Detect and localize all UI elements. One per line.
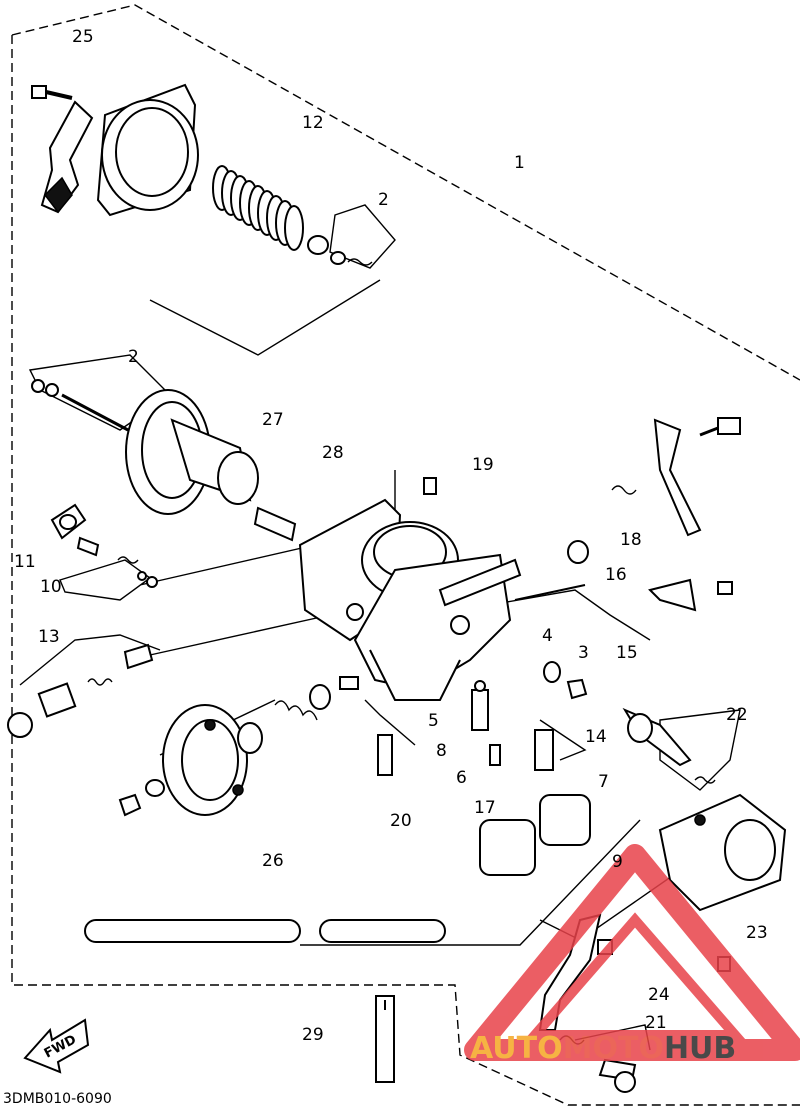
callout-label: 24 — [648, 985, 670, 1005]
part-nut-washer — [118, 779, 165, 817]
diagram-code: 3DMB010-6090 — [3, 1091, 112, 1107]
callout-label: 21 — [645, 1013, 667, 1033]
callout-label: 20 — [390, 811, 412, 831]
spring-coil — [284, 205, 304, 251]
callout-label: 22 — [726, 705, 748, 725]
part-15-bracket — [648, 578, 733, 612]
part-2-jet-needle — [31, 379, 129, 432]
callout-labels: 25 12 1 2 2 27 28 19 11 10 18 16 13 4 3 … — [14, 27, 768, 1045]
callout-label: 4 — [542, 626, 553, 646]
watermark-logo: AUTOMOTOHUB — [464, 844, 800, 1066]
fwd-arrow-icon: FWD — [23, 1018, 90, 1074]
part-16-rod — [514, 584, 586, 601]
callout-label: 2 — [128, 347, 139, 367]
callout-label: 13 — [38, 627, 60, 647]
part-13-starter-plunger — [7, 643, 154, 738]
part-spring-small — [237, 676, 359, 754]
callout-label: 10 — [40, 577, 62, 597]
carburetor-top-cover — [96, 83, 199, 217]
part-12-spring — [212, 165, 304, 251]
watermark-hub: HUB — [664, 1031, 736, 1066]
callout-label: 11 — [14, 552, 36, 572]
callout-label: 8 — [436, 741, 447, 761]
part-27-diaphragm-piston — [125, 389, 259, 515]
callout-label: 6 — [456, 768, 467, 788]
part-20-valve — [377, 734, 393, 776]
watermark-triangle-icon — [464, 844, 800, 1061]
watermark-moto: MOTO — [563, 1031, 664, 1066]
part-10-pilot-screw — [76, 536, 158, 588]
callout-label: 7 — [598, 772, 609, 792]
callout-label: 29 — [302, 1025, 324, 1045]
part-17-float — [479, 794, 591, 876]
callout-label: 1 — [514, 153, 525, 173]
part-28-needle-jet — [253, 506, 297, 542]
part-2-washer-top — [307, 235, 373, 266]
callout-label: 14 — [585, 727, 607, 747]
throttle-lever-right — [611, 417, 741, 537]
assembly-boundary — [11, 4, 800, 1106]
callout-label: 3 — [578, 643, 589, 663]
part-float-chamber-cover — [162, 704, 248, 816]
part-22-throttle-screw — [622, 707, 716, 784]
part-14-jet — [534, 729, 554, 771]
watermark-auto: AUTO — [470, 1031, 563, 1066]
part-18-collar — [567, 540, 589, 564]
part-11-cap — [50, 503, 87, 540]
part-5-8-main-jet — [471, 680, 489, 731]
callout-label: 15 — [616, 643, 638, 663]
throttle-bracket — [40, 100, 94, 214]
svg-text:AUTOMOTOHUB: AUTOMOTOHUB — [470, 1031, 736, 1066]
part-19-screw — [423, 477, 437, 495]
part-3-nut — [566, 678, 588, 700]
callout-label: 27 — [262, 410, 284, 430]
carburetor-body — [298, 498, 522, 701]
part-9-float-bowl — [658, 793, 787, 912]
part-25-bolt — [31, 85, 73, 100]
callout-label: 9 — [612, 852, 623, 872]
callout-label: 28 — [322, 443, 344, 463]
callout-label: 18 — [620, 530, 642, 550]
part-6-7-jet — [489, 744, 501, 766]
callout-label: 23 — [746, 923, 768, 943]
callout-label: 5 — [428, 711, 439, 731]
callout-label: 26 — [262, 851, 284, 871]
callout-label: 12 — [302, 113, 324, 133]
part-26-hose — [84, 919, 446, 943]
callout-label: 2 — [378, 190, 389, 210]
part-29-strap — [375, 995, 395, 1083]
callout-label: 17 — [474, 798, 496, 818]
callout-label: 16 — [605, 565, 627, 585]
part-4-washer — [543, 661, 561, 683]
callout-label: 25 — [72, 27, 94, 47]
callout-label: 19 — [472, 455, 494, 475]
